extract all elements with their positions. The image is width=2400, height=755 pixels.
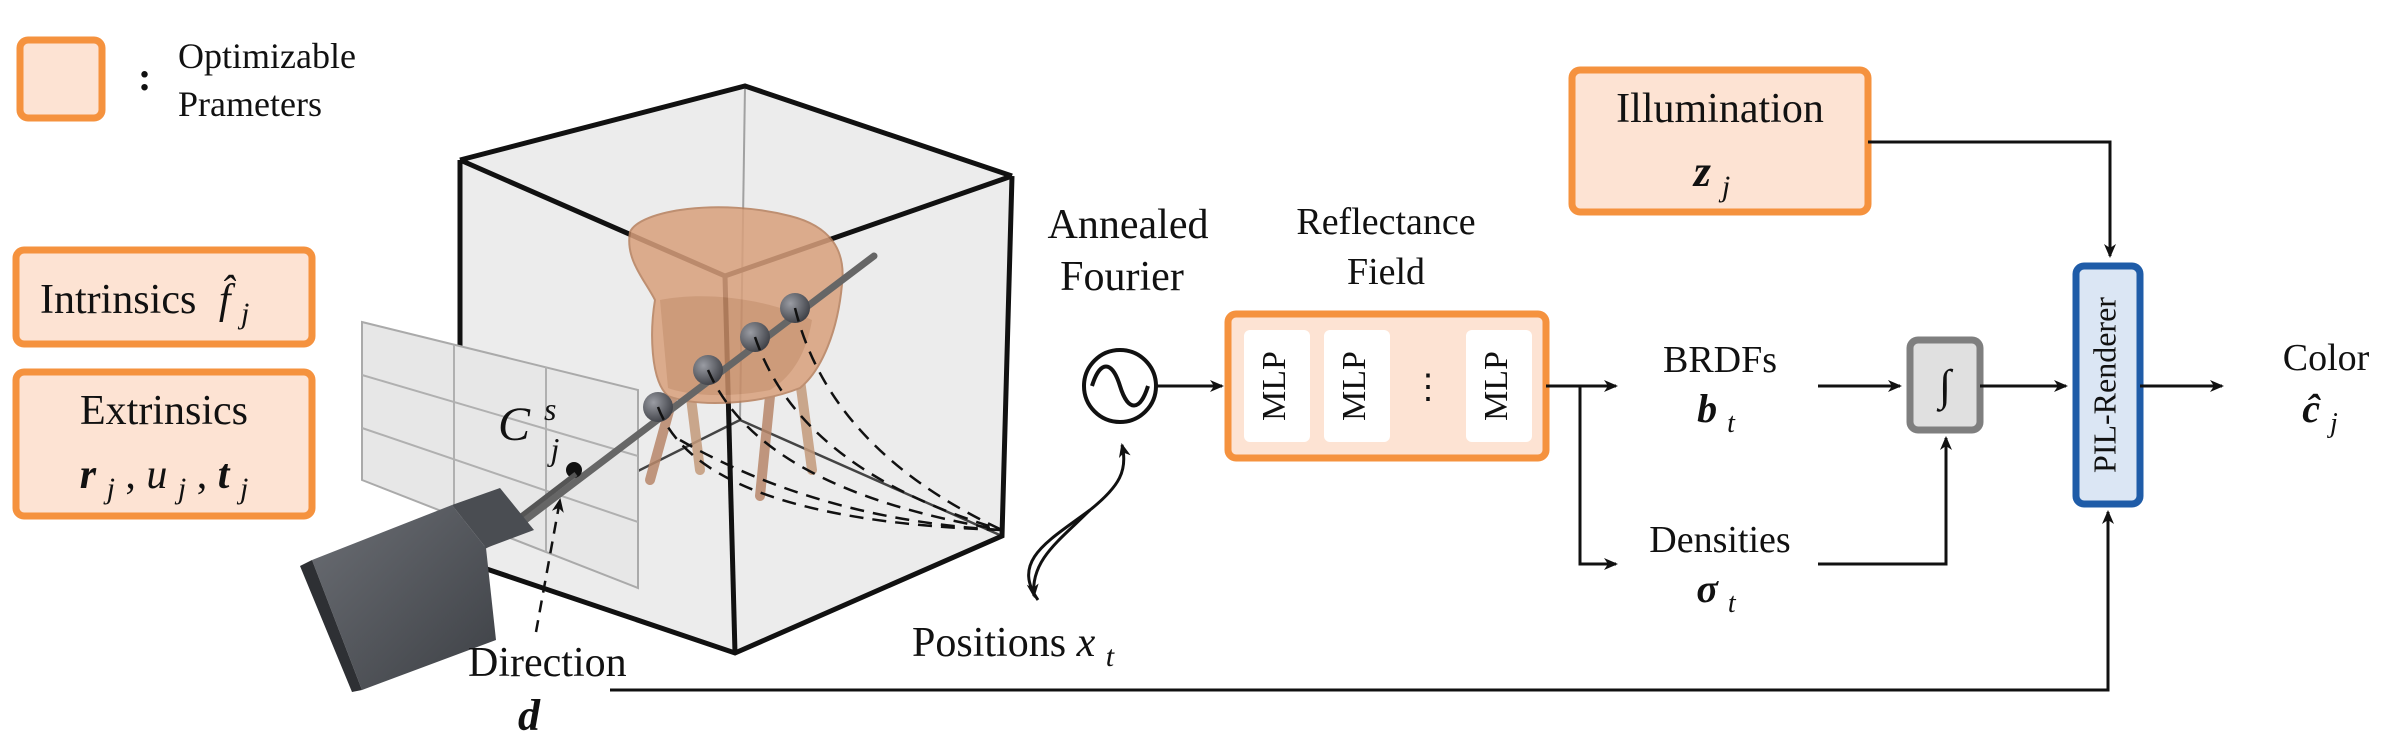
illumination-label: Illumination bbox=[1616, 86, 1824, 132]
svg-text:r j , u: r j , u j , t j bbox=[80, 452, 249, 508]
annealed-fourier-block: Annealed Fourier bbox=[1048, 202, 1209, 424]
field-output-arrows bbox=[1546, 380, 1618, 570]
legend-text-line1: Optimizable bbox=[178, 36, 356, 76]
mlp-label-2: MLP bbox=[1336, 351, 1373, 421]
density-to-integral-arrow bbox=[1818, 436, 1952, 566]
pil-renderer-block: PIL-Renderer bbox=[2072, 262, 2144, 508]
camera-center-label: C s j bbox=[498, 378, 568, 467]
extrinsics-t-symbol: t bbox=[218, 452, 231, 498]
extrinsics-t-subscript: j bbox=[236, 472, 248, 505]
mlp-label-3: MLP bbox=[1478, 351, 1515, 421]
legend: : Optimizable Prameters bbox=[16, 36, 356, 124]
image-plane bbox=[361, 320, 639, 590]
mlp-label-1: MLP bbox=[1256, 351, 1293, 421]
intrinsics-label: Intrinsics bbox=[40, 277, 196, 323]
extrinsics-r-symbol: r bbox=[80, 452, 97, 498]
extrinsics-label: Extrinsics bbox=[80, 388, 248, 434]
intrinsics-symbol: f̂ bbox=[219, 274, 237, 323]
direction-label: Direction bbox=[468, 640, 627, 686]
field-label-line2: Field bbox=[1347, 251, 1425, 293]
extrinsics-box: Extrinsics r j , u j , t j bbox=[12, 368, 316, 520]
extrinsics-separator-1: , bbox=[125, 452, 146, 498]
direction-symbol: d bbox=[518, 691, 541, 740]
illumination-to-renderer-arrow bbox=[1868, 140, 2116, 258]
fourier-label-line2: Fourier bbox=[1060, 254, 1184, 300]
density-symbol: σ t bbox=[1696, 566, 1737, 619]
renderer-label: PIL-Renderer bbox=[2086, 297, 2122, 473]
camera-ray bbox=[508, 252, 878, 534]
camera-center-point bbox=[566, 462, 582, 478]
color-label: Color bbox=[2283, 337, 2370, 379]
camera-icon bbox=[300, 472, 578, 692]
positions-label: Positions x t bbox=[912, 620, 1115, 673]
color-symbol: ĉ j bbox=[2302, 386, 2338, 439]
direction-to-renderer-arrow bbox=[610, 510, 2114, 692]
illumination-symbol: z j bbox=[1692, 147, 1730, 203]
mlp-box-3 bbox=[1466, 330, 1532, 442]
intrinsics-box: Intrinsics f̂ j bbox=[12, 246, 316, 348]
legend-text-line2: Prameters bbox=[178, 84, 322, 124]
extrinsics-u-symbol: u bbox=[146, 452, 167, 498]
legend-colon: : bbox=[138, 54, 151, 99]
integral-symbol: ∫ bbox=[1936, 361, 1954, 412]
direction-dashed-line bbox=[534, 498, 564, 633]
brdf-symbol: b t bbox=[1697, 386, 1736, 439]
field-label-line1: Reflectance bbox=[1296, 201, 1475, 243]
reflectance-field-block: Reflectance Field MLP MLP ⋮ MLP bbox=[1224, 201, 1550, 462]
position-dashed-lines bbox=[656, 307, 1003, 532]
svg-text:Intrinsics f̂ j: Intrinsics f̂ j bbox=[40, 274, 249, 330]
mlp-box-2 bbox=[1324, 330, 1390, 442]
extrinsics-separator-2: , bbox=[197, 452, 218, 498]
integral-block: ∫ bbox=[1906, 336, 1984, 434]
extrinsics-u-subscript: j bbox=[174, 472, 186, 505]
extrinsics-r-subscript: j bbox=[103, 472, 115, 505]
mlp-ellipsis: ⋮ bbox=[1411, 369, 1445, 406]
mlp-box-1 bbox=[1244, 330, 1310, 442]
intrinsics-subscript: j bbox=[237, 297, 249, 330]
legend-swatch bbox=[16, 36, 106, 122]
brdf-label: BRDFs bbox=[1663, 339, 1777, 381]
fourier-label-line1: Annealed bbox=[1048, 202, 1209, 248]
illumination-block: Illumination z j bbox=[1568, 66, 1872, 216]
density-label: Densities bbox=[1649, 519, 1790, 561]
